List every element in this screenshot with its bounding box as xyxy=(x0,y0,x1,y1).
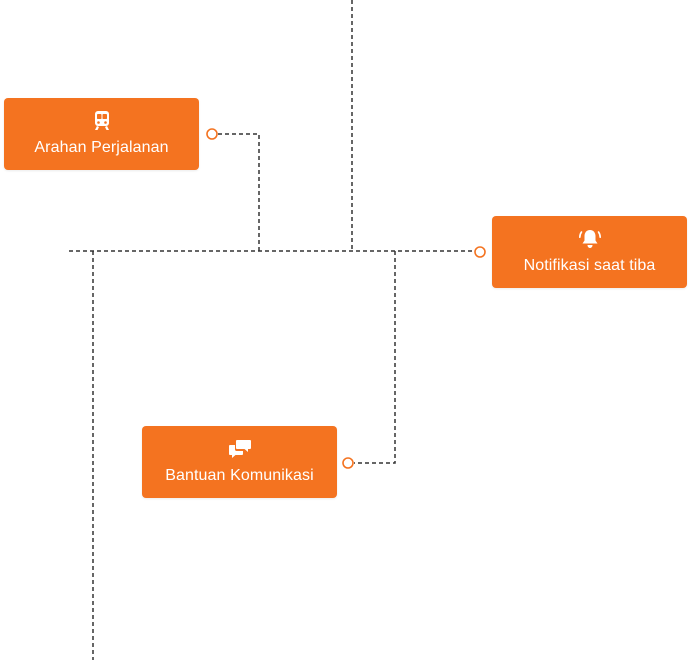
bell-icon xyxy=(578,230,601,248)
node-label: Arahan Perjalanan xyxy=(34,139,169,156)
node-arahan-perjalanan: Arahan Perjalanan xyxy=(4,98,199,170)
train-icon xyxy=(94,111,109,130)
node-notifikasi-saat-tiba: Notifikasi saat tiba xyxy=(492,216,687,288)
connector-arahan xyxy=(218,133,260,251)
connector-dot-bantuan xyxy=(342,457,354,469)
node-label: Bantuan Komunikasi xyxy=(165,467,314,484)
node-bantuan-komunikasi: Bantuan Komunikasi xyxy=(142,426,337,498)
connector-dot-notifikasi xyxy=(474,246,486,258)
node-label: Notifikasi saat tiba xyxy=(523,257,656,274)
chat-bubbles-icon xyxy=(228,440,251,458)
connector-bantuan xyxy=(354,251,396,464)
connector-dot-arahan xyxy=(206,128,218,140)
